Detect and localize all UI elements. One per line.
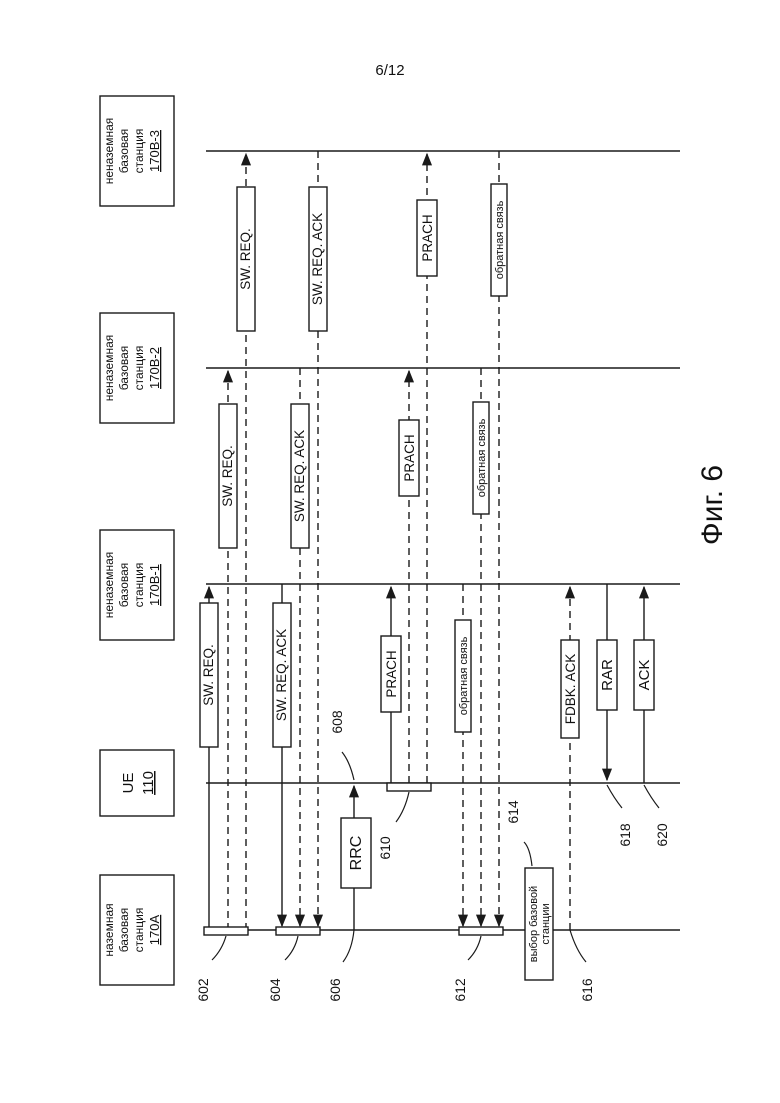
entity-170A-line3: станция <box>132 908 146 953</box>
entity-170B2-line2: базовая <box>117 346 131 391</box>
entity-UE-ref: 110 <box>140 771 157 795</box>
ref-608: 608 <box>329 710 345 734</box>
entity-box-170B3: неназемная базовая станция 170B-3 <box>100 96 174 206</box>
step-606-rrc: RRC <box>341 786 371 930</box>
entity-170B2-line3: станция <box>132 346 146 391</box>
entity-170B1-line1: неназемная <box>102 552 116 619</box>
msg-rar: RAR <box>599 659 616 691</box>
step-604-switch-acks: SW. REQ. ACK SW. REQ. ACK SW. REQ. ACK <box>273 151 327 935</box>
msg-feedback-2: обратная связь <box>476 418 488 497</box>
base-station-selection-box: выбор базовой станции <box>525 868 553 980</box>
msg-feedback-3: обратная связь <box>494 200 506 279</box>
entity-170B1-line3: станция <box>132 563 146 608</box>
entity-170B3-line2: базовая <box>117 129 131 174</box>
entity-170A-line1: наземная <box>102 903 116 956</box>
step-620-ack: ACK <box>634 587 654 783</box>
entity-170B3-ref: 170B-3 <box>147 130 162 172</box>
ref-616: 616 <box>579 978 595 1002</box>
entity-170A-ref: 170A <box>147 914 162 945</box>
entity-UE-line1: UE <box>120 773 137 794</box>
figure-caption: Фиг. 6 <box>696 465 729 545</box>
entity-170B1-line2: базовая <box>117 563 131 608</box>
msg-rrc: RRC <box>348 836 365 871</box>
msg-prach-2: PRACH <box>402 434 417 481</box>
ref-604: 604 <box>267 978 283 1002</box>
ref-618: 618 <box>617 823 633 847</box>
reference-numerals: 602 604 606 608 610 612 614 616 618 620 <box>195 710 670 1002</box>
entity-170A-line2: базовая <box>117 908 131 953</box>
ref-614: 614 <box>505 800 521 824</box>
bs-selection-line1: выбор базовой <box>528 886 540 962</box>
msg-sw-req-2: SW. REQ. <box>220 445 235 507</box>
msg-prach-1: PRACH <box>384 650 399 697</box>
ref-610: 610 <box>377 836 393 860</box>
step-618-rar: RAR <box>597 584 617 780</box>
ref-606: 606 <box>327 978 343 1002</box>
entity-box-UE: UE 110 <box>100 750 174 816</box>
ref-602: 602 <box>195 978 211 1002</box>
step-602-switch-requests: SW. REQ. SW. REQ. SW. REQ. <box>200 154 255 935</box>
step-616-feedback-ack: FDBK. ACK <box>561 587 579 930</box>
msg-feedback-1: обратная связь <box>458 636 470 715</box>
msg-prach-3: PRACH <box>420 214 435 261</box>
entity-box-170B2: неназемная базовая станция 170B-2 <box>100 313 174 423</box>
bs-selection-line2: станции <box>540 903 552 944</box>
ref-612: 612 <box>452 978 468 1002</box>
entity-170B2-ref: 170B-2 <box>147 347 162 389</box>
entity-170B3-line1: неназемная <box>102 118 116 185</box>
entity-box-170B1: неназемная базовая станция 170B-1 <box>100 530 174 640</box>
msg-sw-ack-1: SW. REQ. ACK <box>274 629 289 721</box>
entity-170B3-line3: станция <box>132 129 146 174</box>
msg-sw-ack-2: SW. REQ. ACK <box>292 430 307 522</box>
msg-ack: ACK <box>636 660 653 691</box>
msg-sw-req-3: SW. REQ. <box>238 228 253 290</box>
msg-fdbk-ack: FDBK. ACK <box>563 654 578 725</box>
entity-170B1-ref: 170B-1 <box>147 564 162 606</box>
step-612-feedback: обратная связь обратная связь обратная с… <box>455 151 507 935</box>
entity-box-170A: наземная базовая станция 170A <box>100 875 174 985</box>
msg-sw-ack-3: SW. REQ. ACK <box>310 213 325 305</box>
entity-170B2-line1: неназемная <box>102 335 116 402</box>
msg-sw-req-1: SW. REQ. <box>201 644 216 706</box>
step-610-prach: PRACH PRACH PRACH <box>381 154 437 791</box>
ref-620: 620 <box>654 823 670 847</box>
